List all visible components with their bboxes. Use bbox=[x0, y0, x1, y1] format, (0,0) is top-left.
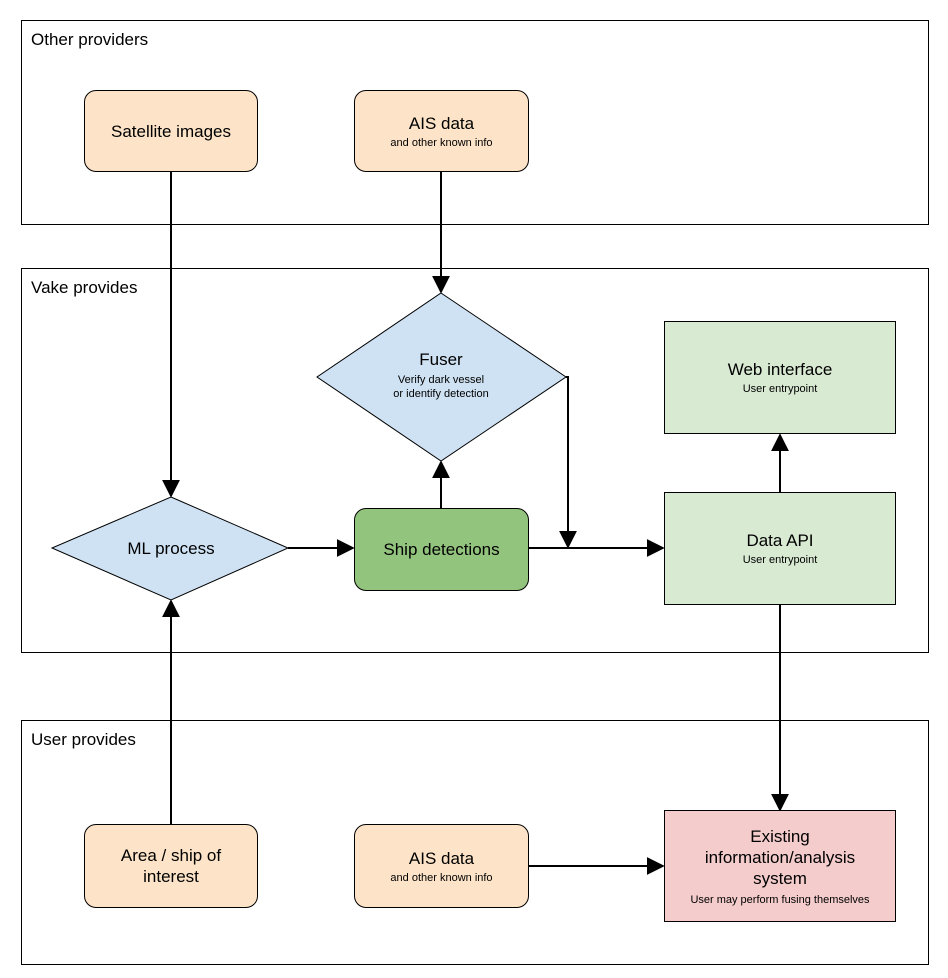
ais-data-top-node[interactable]: AIS data and other known info bbox=[354, 90, 529, 172]
satellite-images-title: Satellite images bbox=[110, 121, 231, 141]
group-label-user-provides: User provides bbox=[31, 730, 136, 749]
data-api-node[interactable]: Data API User entrypoint bbox=[664, 492, 896, 605]
arrow-fuser-down bbox=[559, 376, 577, 549]
satellite-images-node[interactable]: Satellite images bbox=[84, 90, 258, 172]
area-of-interest-node[interactable]: Area / ship of interest bbox=[84, 824, 258, 908]
existing-subtitle: User may perform fusing themselves bbox=[690, 893, 870, 906]
existing-system-node[interactable]: Existing information/analysis system Use… bbox=[664, 810, 896, 922]
ais-data-top-subtitle: and other known info bbox=[390, 136, 493, 149]
ml-process-label: ML process bbox=[91, 530, 251, 566]
web-interface-node[interactable]: Web interface User entrypoint bbox=[664, 321, 896, 434]
area-title-line-2: interest bbox=[143, 867, 199, 886]
ais-data-bottom-node[interactable]: AIS data and other known info bbox=[354, 824, 529, 908]
fuser-label: Fuser Verify dark vessel or identify det… bbox=[341, 340, 541, 410]
fuser-subtitle-1: Verify dark vessel bbox=[397, 374, 485, 386]
web-interface-subtitle: User entrypoint bbox=[742, 383, 818, 395]
existing-title-line-3: system bbox=[753, 868, 807, 888]
fuser-subtitle-2: or identify detection bbox=[393, 388, 489, 400]
ais-data-top-title: AIS data bbox=[408, 113, 475, 133]
fuser-title: Fuser bbox=[419, 350, 463, 369]
web-interface-title: Web interface bbox=[727, 360, 833, 379]
ml-process-title: ML process bbox=[127, 538, 215, 558]
area-title-line-1: Area / ship of bbox=[120, 846, 222, 865]
group-label-vake-provides: Vake provides bbox=[31, 278, 138, 297]
data-api-subtitle: User entrypoint bbox=[742, 554, 818, 566]
ship-detections-title: Ship detections bbox=[383, 540, 500, 559]
data-api-title: Data API bbox=[746, 531, 814, 550]
ais-data-bottom-subtitle: and other known info bbox=[390, 871, 493, 884]
existing-title-line-2: information/analysis bbox=[704, 847, 856, 867]
ais-data-bottom-title: AIS data bbox=[408, 848, 475, 868]
group-label-other-providers: Other providers bbox=[31, 30, 149, 49]
existing-title-line-1: Existing bbox=[750, 826, 810, 846]
ship-detections-node[interactable]: Ship detections bbox=[354, 508, 529, 591]
